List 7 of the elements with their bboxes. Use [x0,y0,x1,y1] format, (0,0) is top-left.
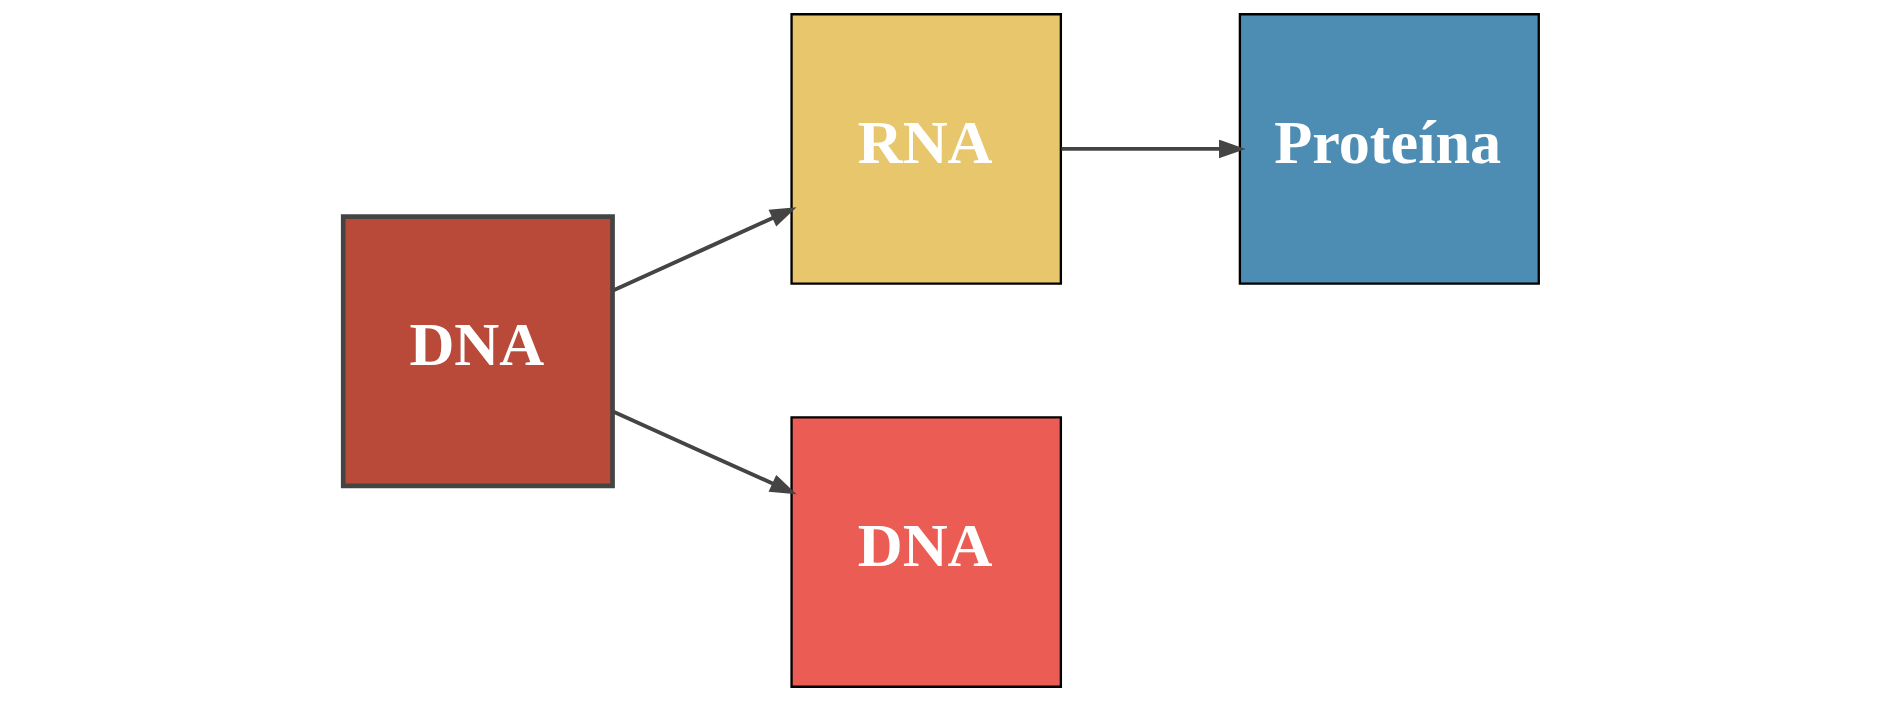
node-box: DNA [340,214,615,489]
arrow [612,409,797,495]
node-box: Proteína [1238,13,1540,285]
arrow [1061,139,1246,159]
arrow [612,207,797,293]
node-box: RNA [790,13,1063,285]
node-box: DNA [790,416,1063,688]
